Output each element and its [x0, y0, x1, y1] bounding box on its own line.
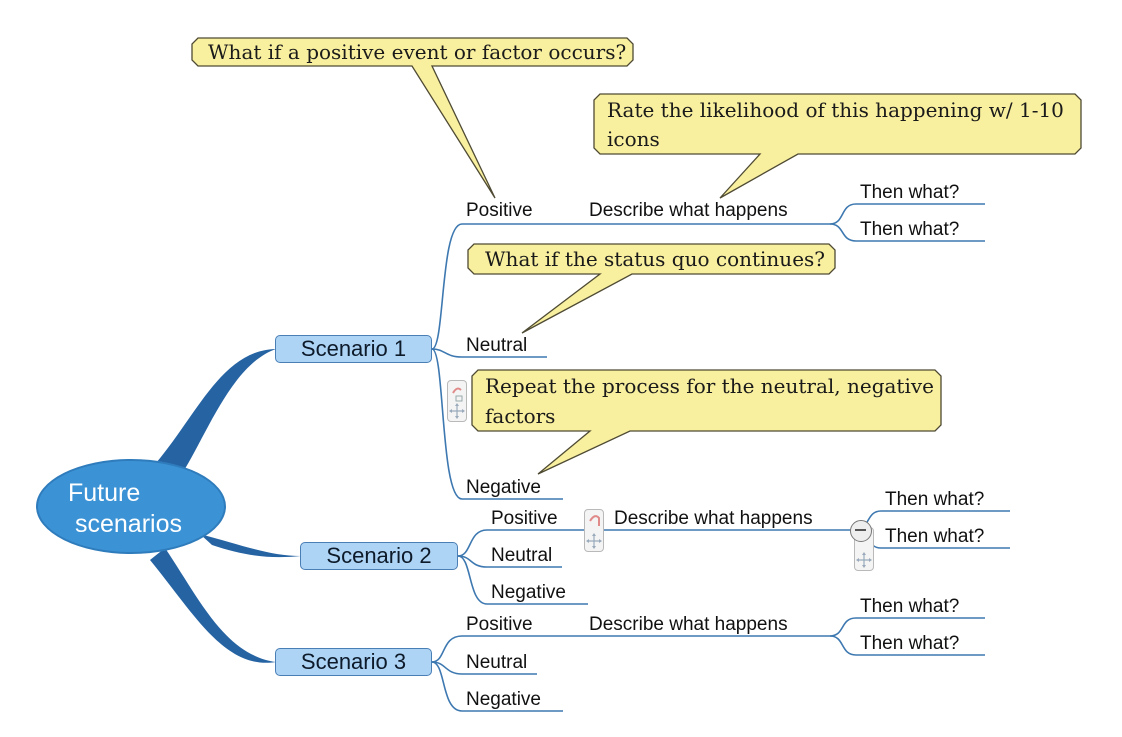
callout-positive-bubble	[191, 37, 634, 199]
scenario-2-topic[interactable]: Scenario 2	[300, 542, 458, 570]
minus-glyph	[855, 529, 866, 531]
s1-neutral-label[interactable]: Neutral	[466, 335, 528, 356]
branch-s3-neutral	[431, 661, 537, 675]
branch-s3-negative	[431, 661, 563, 712]
s3-positive-label[interactable]: Positive	[466, 614, 533, 635]
branch-s3-positive	[431, 635, 545, 663]
branch-s1-then-1	[829, 203, 985, 225]
root-label-line2: scenarios	[75, 510, 182, 538]
branch-s1-neutral	[431, 348, 547, 358]
branch-s1-positive	[431, 223, 545, 350]
move-arrows-icon	[449, 387, 465, 419]
s2-positive-label[interactable]: Positive	[491, 508, 558, 529]
scenario-3-topic[interactable]: Scenario 3	[275, 648, 432, 676]
s3-then-what-2[interactable]: Then what?	[860, 633, 960, 654]
branch-s3-then-1	[829, 617, 985, 637]
s2-then-what-1[interactable]: Then what?	[885, 489, 985, 510]
branch-s1-negative	[431, 348, 563, 500]
s1-negative-label[interactable]: Negative	[466, 477, 541, 498]
trunk-scenario-1	[150, 349, 276, 480]
s2-neutral-label[interactable]: Neutral	[491, 545, 553, 566]
s3-then-what-1[interactable]: Then what?	[860, 596, 960, 617]
callout-likelihood-line2[interactable]: icons	[607, 127, 660, 151]
move-arrows-icon	[586, 515, 602, 549]
move-arrows-icon	[856, 552, 872, 568]
s3-neutral-label[interactable]: Neutral	[466, 652, 528, 673]
branch-s3-then-2	[829, 635, 985, 656]
callout-neutral-text[interactable]: What if the status quo continues?	[485, 247, 826, 271]
s3-detail-label[interactable]: Describe what happens	[589, 614, 788, 635]
s1-then-what-1[interactable]: Then what?	[860, 182, 960, 203]
s1-detail-label[interactable]: Describe what happens	[589, 200, 788, 221]
drag-handle-icon[interactable]	[447, 380, 467, 422]
s2-negative-label[interactable]: Negative	[491, 582, 566, 603]
branch-s2-positive	[457, 529, 570, 557]
root-label-line1: Future	[68, 479, 141, 507]
callout-neutral-bubble	[467, 243, 836, 334]
scenario-1-topic[interactable]: Scenario 1	[275, 335, 432, 363]
collapse-minus-icon[interactable]	[850, 520, 872, 542]
branch-s1-then-2	[829, 223, 985, 242]
s2-then-what-2[interactable]: Then what?	[885, 526, 985, 547]
trunk-scenario-2	[200, 534, 301, 558]
branch-s2-negative	[457, 555, 588, 605]
s1-then-what-2[interactable]: Then what?	[860, 219, 960, 240]
callout-likelihood-line1[interactable]: Rate the likelihood of this happening w/…	[607, 98, 1064, 122]
trunk-scenario-3	[150, 548, 276, 663]
drag-handle-icon[interactable]	[584, 509, 604, 552]
s1-positive-label[interactable]: Positive	[466, 200, 533, 221]
s2-detail-label[interactable]: Describe what happens	[614, 508, 813, 529]
callout-repeat-line2[interactable]: factors	[485, 404, 556, 428]
callout-likelihood-bubble	[593, 93, 1082, 199]
s3-negative-label[interactable]: Negative	[466, 689, 541, 710]
branch-s2-neutral	[457, 555, 562, 568]
root-topic-future-scenarios[interactable]: Future scenarios	[36, 459, 226, 554]
callout-repeat-bubble	[471, 369, 942, 475]
callout-repeat-line1[interactable]: Repeat the process for the neutral, nega…	[485, 374, 935, 398]
callout-positive-text[interactable]: What if a positive event or factor occur…	[208, 40, 627, 64]
